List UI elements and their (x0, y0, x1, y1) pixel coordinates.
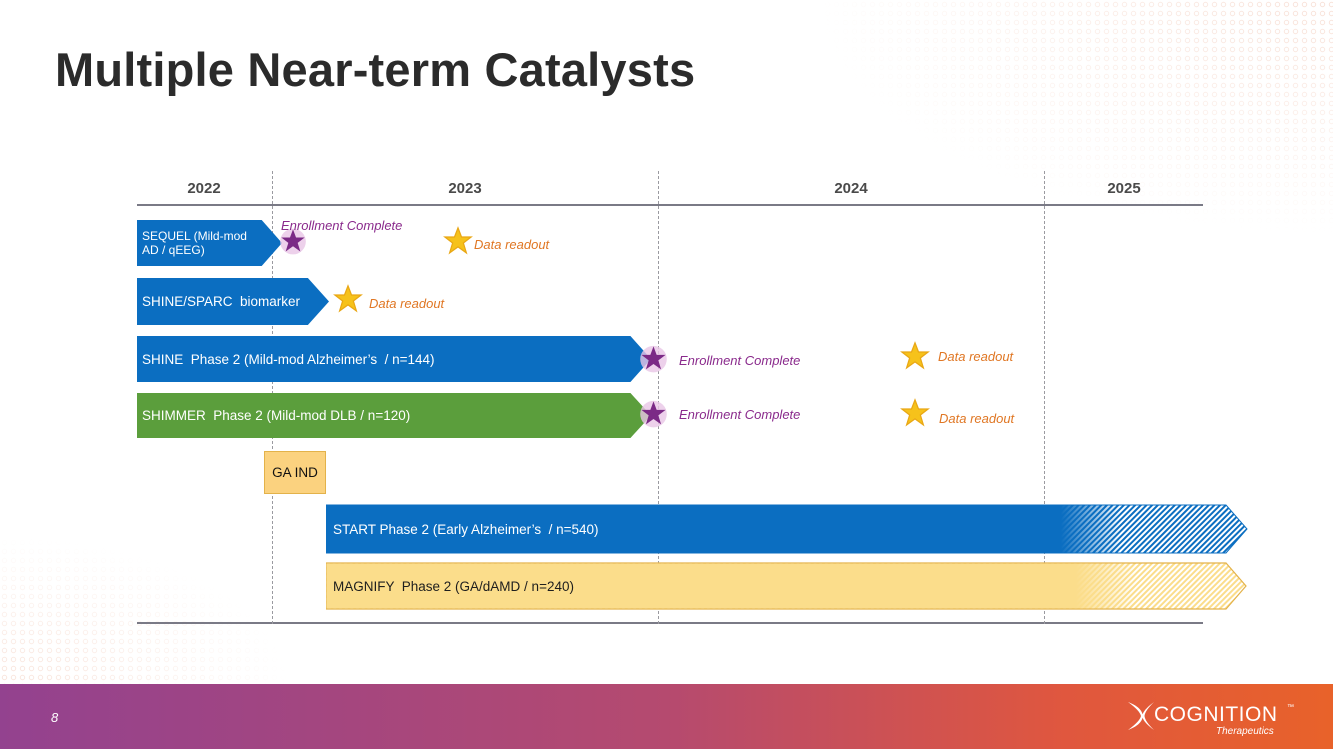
program-label-start-wrap: START Phase 2 (Early Alzheimer’s / n=540… (328, 506, 599, 552)
decorative-dot-pattern-left (0, 520, 320, 684)
cognition-logo-text: COGNITION (1154, 703, 1278, 726)
star-icon-shine-enrollment (640, 345, 667, 373)
program-label-magnify: MAGNIFY Phase 2 (GA/dAMD / n=240) (333, 578, 574, 594)
star-icon-shine-sparc-data (333, 284, 363, 313)
star-icon-sequel-enrollment (280, 228, 306, 255)
year-label-2023: 2023 (448, 180, 482, 197)
cognition-logo-x-icon (1128, 702, 1154, 730)
page-number: 8 (51, 710, 59, 725)
program-bar-start (326, 504, 1248, 554)
star-icon-shimmer-enrollment (640, 400, 667, 428)
program-label-start: START Phase 2 (Early Alzheimer’s / n=540… (333, 521, 599, 537)
program-bar-shine: SHINE Phase 2 (Mild-mod Alzheimer’s / n=… (137, 336, 651, 382)
program-bar-sequel: SEQUEL (Mild-mod AD / qEEG) (137, 220, 282, 266)
program-box-ga-ind: GA IND (264, 451, 326, 494)
decorative-dot-pattern-top (760, 0, 1333, 260)
timeline-bottom-axis (137, 622, 1203, 624)
star-icon-shine-data (900, 341, 930, 370)
program-label-magnify-wrap: MAGNIFY Phase 2 (GA/dAMD / n=240) (328, 564, 574, 608)
star-icon-sequel-data (443, 226, 473, 255)
program-label-sequel: SEQUEL (Mild-mod AD / qEEG) (142, 229, 247, 257)
program-label-shimmer: SHIMMER Phase 2 (Mild-mod DLB / n=120) (142, 408, 411, 423)
annotation-shimmer-enrollment: Enrollment Complete (679, 407, 801, 422)
program-bar-shine-sparc: SHINE/SPARC biomarker (137, 278, 329, 325)
cognition-logo-subtitle: Therapeutics (1216, 726, 1274, 737)
page-title: Multiple Near-term Catalysts (55, 43, 696, 96)
annotation-shine-enrollment: Enrollment Complete (679, 353, 801, 368)
cognition-logo-tm: ™ (1287, 704, 1294, 711)
year-divider-2023-2024 (658, 171, 659, 624)
program-label-shine: SHINE Phase 2 (Mild-mod Alzheimer’s / n=… (142, 351, 435, 367)
year-label-2024: 2024 (834, 180, 868, 197)
star-icon-shimmer-data (900, 398, 930, 427)
program-label-shine-sparc: SHINE/SPARC biomarker (142, 294, 301, 309)
program-bar-shimmer: SHIMMER Phase 2 (Mild-mod DLB / n=120) (137, 393, 651, 438)
annotation-sequel-data: Data readout (474, 237, 550, 252)
year-label-2025: 2025 (1107, 180, 1141, 197)
program-label-ga-ind: GA IND (272, 465, 318, 480)
annotation-shine-data: Data readout (938, 349, 1014, 364)
program-bar-magnify (326, 562, 1247, 610)
year-label-2022: 2022 (187, 180, 221, 197)
annotation-shine-sparc-data: Data readout (369, 296, 445, 311)
year-divider-2024-2025 (1044, 171, 1045, 624)
footer-band (0, 684, 1333, 749)
timeline-top-axis (137, 204, 1203, 206)
annotation-sequel-enrollment: Enrollment Complete (281, 218, 403, 233)
annotation-shimmer-data: Data readout (939, 411, 1015, 426)
